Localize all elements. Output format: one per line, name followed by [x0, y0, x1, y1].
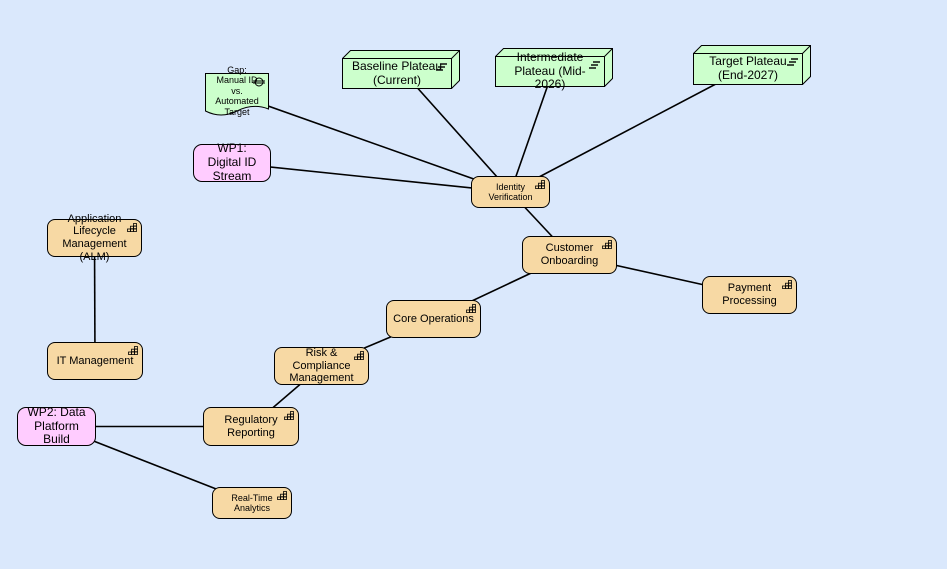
- plateau-intermediate[interactable]: Intermediate Plateau (Mid-2026): [495, 48, 613, 92]
- connection-target-identity: [510, 64, 753, 193]
- gap-node-manual-vs-automated[interactable]: Gap: Manual ID vs. Automated Target: [205, 65, 269, 117]
- plateau-3d-shape: [693, 45, 811, 85]
- capability-core-operations[interactable]: Core Operations: [386, 300, 481, 338]
- capability-identity-verification[interactable]: Identity Verification: [471, 176, 550, 208]
- gap-shape: [205, 73, 269, 116]
- capability-icon: [782, 280, 792, 289]
- capability-payment-processing[interactable]: Payment Processing: [702, 276, 797, 314]
- connection-alm-itmgmt: [93, 237, 96, 362]
- connection-baseline-identity: [400, 68, 512, 193]
- capability-icon: [466, 304, 476, 313]
- plateau-3d-shape: [342, 50, 460, 89]
- plateau-3d-shape: [495, 48, 613, 87]
- capability-regulatory-reporting[interactable]: Regulatory Reporting: [203, 407, 299, 446]
- capability-icon: [284, 411, 294, 420]
- work-package-wp2[interactable]: WP2: Data Platform Build: [17, 404, 96, 447]
- customer-onboarding-label: Customer Onboarding: [540, 242, 599, 267]
- connection-intermediate-identity: [509, 67, 555, 193]
- work-package-wp1[interactable]: WP1: Digital ID Stream: [193, 141, 271, 183]
- payment-processing-label: Payment Processing: [722, 282, 777, 307]
- capability-real-time-analytics[interactable]: Real-Time Analytics: [212, 487, 292, 519]
- plateau-baseline-label: Baseline Plateau (Current): [351, 58, 443, 87]
- capability-icon: [277, 491, 287, 500]
- gap-icon: [253, 77, 265, 87]
- connection-wp1-identity: [231, 162, 511, 193]
- core-operations-label: Core Operations: [393, 312, 474, 325]
- plateau-intermediate-label: Intermediate Plateau (Mid-2026): [514, 49, 586, 92]
- capability-icon: [127, 223, 137, 232]
- real-time-analytics-label: Real-Time Analytics: [231, 492, 273, 513]
- capability-customer-onboarding[interactable]: Customer Onboarding: [522, 236, 617, 274]
- capability-icon: [128, 346, 138, 355]
- wp2-label: WP2: Data Platform Build: [27, 404, 86, 447]
- capability-icon: [535, 180, 545, 189]
- connection-gap-identity: [236, 94, 511, 193]
- plateau-icon: [787, 58, 798, 66]
- capability-alm[interactable]: Application Lifecycle Management (ALM): [47, 213, 142, 263]
- capability-icon: [602, 240, 612, 249]
- plateau-icon: [589, 61, 600, 69]
- plateau-target-label: Target Plateau (End-2027): [709, 54, 787, 82]
- capability-risk-compliance[interactable]: Risk & Compliance Management: [274, 347, 369, 385]
- plateau-icon: [436, 63, 447, 71]
- capability-it-management[interactable]: IT Management: [47, 342, 143, 380]
- capability-icon: [354, 351, 364, 360]
- plateau-target[interactable]: Target Plateau (End-2027): [693, 45, 811, 85]
- gap-label: Gap: Manual ID vs. Automated Target: [215, 65, 259, 117]
- alm-label: Application Lifecycle Management (ALM): [62, 212, 127, 263]
- risk-compliance-label: Risk & Compliance Management: [289, 347, 354, 385]
- wp1-label: WP1: Digital ID Stream: [207, 141, 257, 183]
- identity-verification-label: Identity Verification: [488, 181, 533, 202]
- regulatory-reporting-label: Regulatory Reporting: [224, 413, 278, 439]
- it-management-label: IT Management: [56, 354, 134, 367]
- plateau-baseline[interactable]: Baseline Plateau (Current): [342, 50, 460, 89]
